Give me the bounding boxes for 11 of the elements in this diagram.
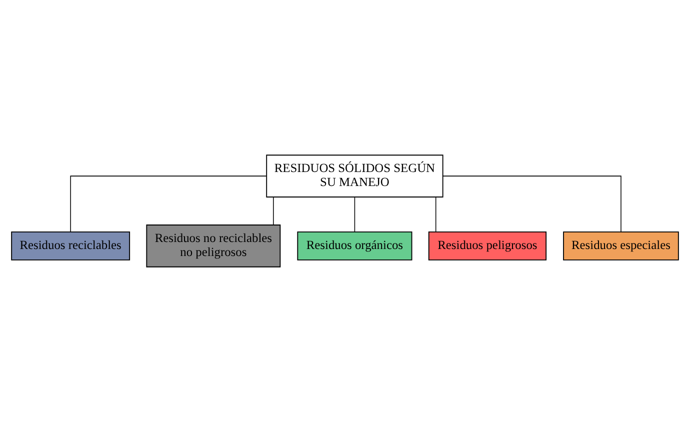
connector — [354, 196, 356, 232]
node-box: Residuos no reciclables no peligrosos — [146, 224, 281, 267]
connector — [435, 196, 436, 232]
connector — [70, 175, 267, 232]
node-box: RESIDUOS SÓLIDOS SEGÚN SU MANEJO — [266, 154, 444, 197]
connector — [273, 196, 274, 225]
node-box: Residuos orgánicos — [297, 231, 412, 260]
node-box: Residuos especiales — [563, 231, 679, 260]
connector — [442, 175, 622, 232]
node-box: Residuos reciclables — [11, 231, 130, 260]
node-box: Residuos peligrosos — [428, 231, 547, 260]
